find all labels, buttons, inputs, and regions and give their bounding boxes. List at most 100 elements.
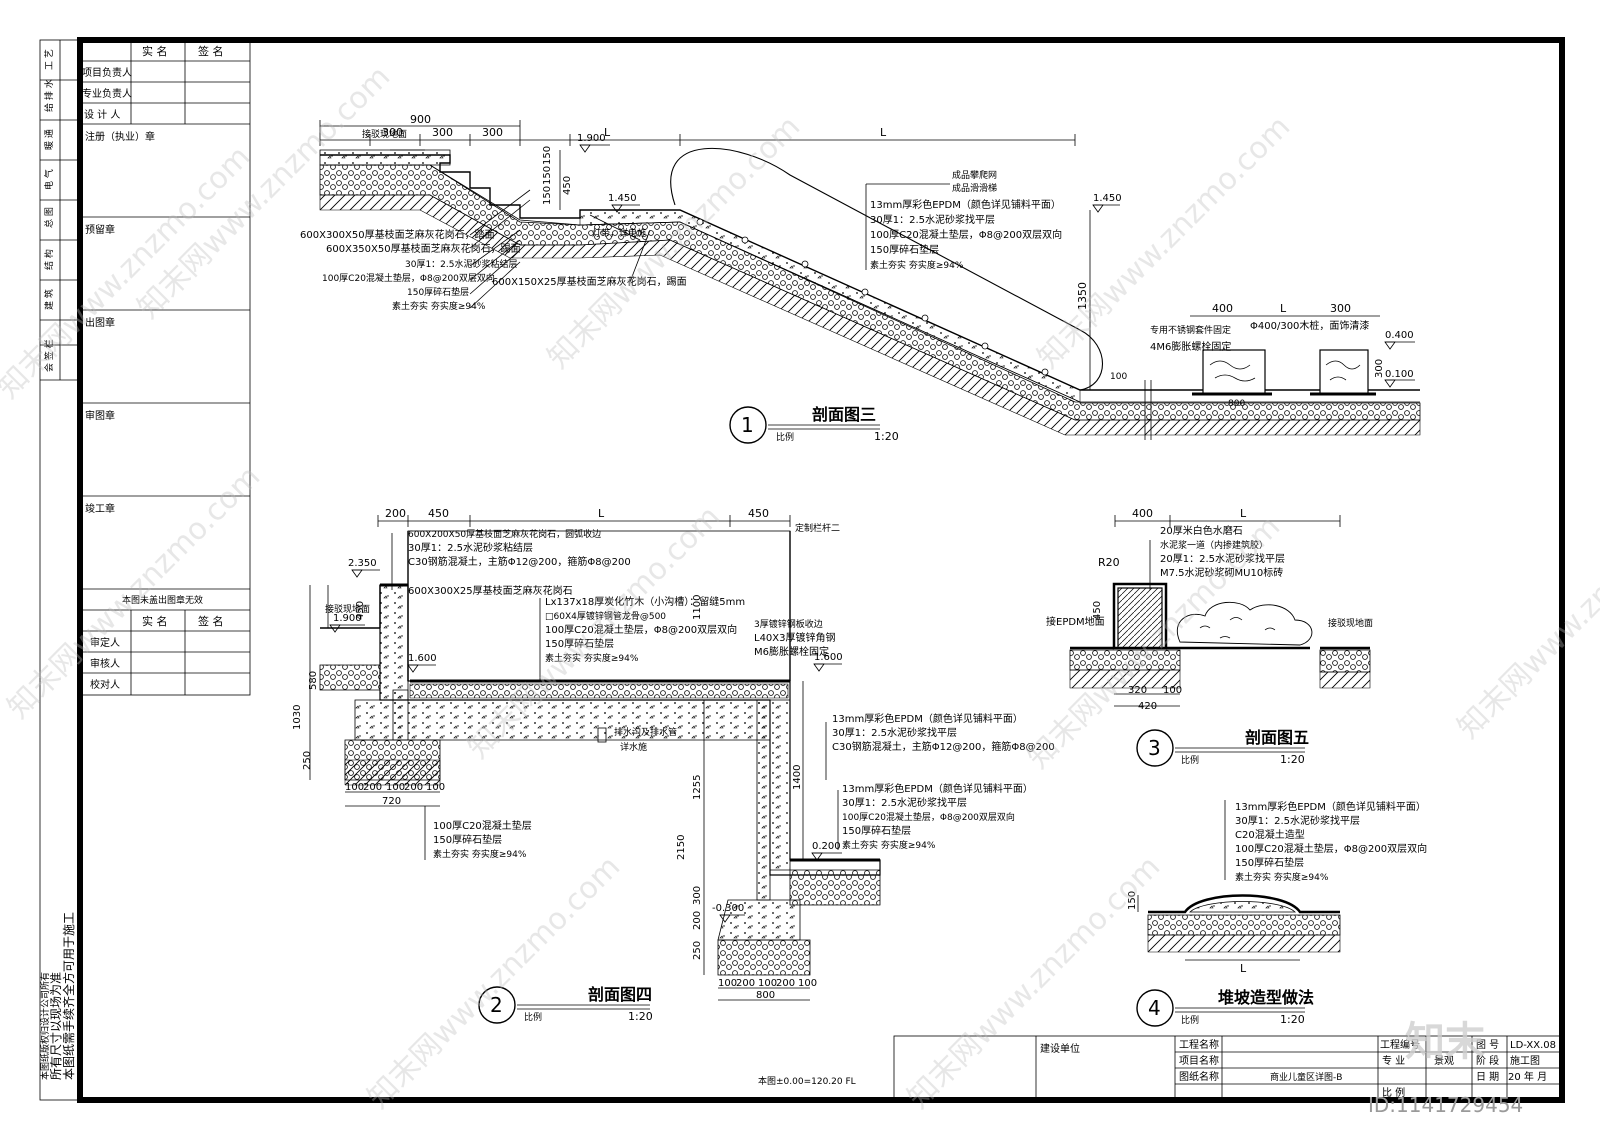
watermark-text-8: 知末网www.znzmo.com <box>1451 479 1600 745</box>
s1-dim-150b: 150 <box>542 166 553 185</box>
s2-dim-200: 200 <box>692 911 703 930</box>
s4-label-epdm: 13mm厚彩色EPDM（颜色详见铺料平面） <box>1235 800 1426 813</box>
s1-dim-300c: 300 <box>482 126 503 139</box>
row-specialty-lead: 专业负责人 <box>82 87 132 100</box>
s2-dim-580: 580 <box>308 671 319 690</box>
s1-dim-Lr: L <box>1280 302 1287 315</box>
s2-label-bolt: M6膨胀螺栓固定 <box>754 645 829 658</box>
row-project-lead: 项目负责人 <box>82 66 132 79</box>
seal-reserved: 预留章 <box>85 223 115 236</box>
tb-stage: 阶 段 <box>1476 1054 1499 1067</box>
s2-level-0200: 0.200 <box>812 841 841 852</box>
s2-label-c20-2: 100厚C20混凝土垫层，Φ8@200双层双向 <box>842 811 1015 823</box>
elevation-note: 本图±0.00=120.20 FL <box>758 1075 856 1087</box>
s2-dim-300: 300 <box>692 886 703 905</box>
tb-date-value: 20 年 月 <box>1508 1070 1547 1083</box>
s2-title: 剖面图四 <box>588 985 652 1004</box>
seal-note: 本图未盖出图章无效 <box>122 594 203 606</box>
s1-dim-150a: 150 <box>542 186 553 205</box>
s2-dim-250r: 250 <box>692 941 703 960</box>
seal-issue: 出图章 <box>85 316 115 329</box>
s1-dim-800: 800 <box>1228 399 1245 409</box>
s2-level-1900: 1.900 <box>333 613 362 624</box>
s2-dim-1255: 1255 <box>692 775 703 800</box>
s1-level-1900: 1.900 <box>577 133 606 144</box>
s1-label-tread: 600X300X50厚基枝面芝麻灰花岗石，踏面 <box>300 228 495 241</box>
s1-dim-300v: 300 <box>1374 359 1385 378</box>
row-proofreader: 校对人 <box>90 678 120 691</box>
tb-drawing-name: 图纸名称 <box>1179 1070 1219 1083</box>
s2-label-epdm2: 13mm厚彩色EPDM（颜色详见铺料平面） <box>842 782 1033 795</box>
side-tab-4: 总 图 <box>43 207 55 228</box>
header-sign: 签 名 <box>198 44 224 58</box>
s1-label-riser2: 600X150X25厚基枝面芝麻灰花岗石，踢面 <box>492 275 687 288</box>
s2-label-mortar: 30厚1：2.5水泥砂浆粘结层 <box>408 541 533 554</box>
tb-builder: 建设单位 <box>1040 1042 1080 1055</box>
s2-level-2350: 2.350 <box>348 558 377 569</box>
s1-number: 1 <box>741 413 754 437</box>
s2-dim-L: L <box>598 507 605 520</box>
vertical-note-1: 所有尺寸以现场为准 <box>49 972 63 1080</box>
s2-bl-200a: 200 <box>363 782 382 793</box>
tb-project-no: 工程编号 <box>1380 1038 1420 1051</box>
s2-dim-200: 200 <box>385 507 406 520</box>
s4-label-c20b: 100厚C20混凝土垫层，Φ8@200双层双向 <box>1235 842 1427 855</box>
s3-scale-label: 比例 <box>1181 754 1199 766</box>
section-4-detail: 13mm厚彩色EPDM（颜色详见铺料平面） 30厚1：2.5水泥砂浆找平层 C2… <box>1127 800 1427 1027</box>
s2-label-keel: □60X4厚镀锌钢管龙骨@500 <box>545 610 666 622</box>
s4-label-c20: C20混凝土造型 <box>1235 828 1305 841</box>
s3-label-mortar: 20厚1：2.5水泥砂浆找平层 <box>1160 552 1285 565</box>
s1-title: 剖面图三 <box>812 405 876 424</box>
s2-dim-250: 250 <box>302 751 313 770</box>
s1-label-stainless: 专用不锈钢套件固定 <box>1150 324 1231 336</box>
tb-stage-value: 施工图 <box>1510 1054 1540 1067</box>
s2-label-steel-plate: 3厚镀锌钢板收边 <box>754 618 823 630</box>
s2-label-granite: 600X300X25厚基枝面芝麻灰花岗石 <box>408 584 573 597</box>
s2-br-200b: 200 <box>776 978 795 989</box>
s2-label-angle: L40X3厚镀锌角钢 <box>754 631 836 644</box>
s1-dim-L2: L <box>880 126 887 139</box>
vertical-note-0: 本图纸版权归设计公司所有 <box>39 972 51 1080</box>
watermark-text-5: 知末网www.znzmo.com <box>1 459 267 725</box>
s3-label-slurry: 水泥浆一道（内掺建筑胶） <box>1160 539 1268 551</box>
s3-dim-L: L <box>1240 507 1247 520</box>
s1-dim-300b: 300 <box>432 126 453 139</box>
s1-label-mortar: 30厚1：2.5水泥砂浆粘结层 <box>405 258 518 270</box>
s1-label-soil: 素土夯实 夯实度≥94% <box>392 300 486 312</box>
s1-level-0400: 0.400 <box>1385 330 1414 341</box>
s2-bl-720: 720 <box>382 796 401 807</box>
tb-item-name: 项目名称 <box>1179 1054 1219 1067</box>
side-tab-0: 工 艺 <box>44 49 55 70</box>
s4-label-soil: 素土夯实 夯实度≥94% <box>1235 871 1329 883</box>
tb-drawing-no-value: LD-XX.08 <box>1510 1040 1556 1051</box>
s2-label-c20-b: 100厚C20混凝土垫层 <box>433 819 532 832</box>
s1-label-light: 灯带，详电施 <box>592 227 646 239</box>
watermark-text-1: 知末网www.znzmo.com <box>0 139 257 405</box>
s3-dim-420: 420 <box>1138 701 1157 712</box>
s3-dim-R20: R20 <box>1098 556 1120 569</box>
s2-label-soil2: 素土夯实 夯实度≥94% <box>842 839 936 851</box>
header-name: 实 名 <box>142 44 168 58</box>
s3-dim-100: 100 <box>1163 685 1182 696</box>
tb-date: 日 期 <box>1476 1071 1499 1083</box>
s4-title: 堆坡造型做法 <box>1218 988 1314 1007</box>
tb-specialty-value: 景观 <box>1434 1055 1454 1067</box>
s3-label-connect: 接驳现地面 <box>1328 617 1373 629</box>
seal-completion: 竣工章 <box>85 502 115 515</box>
s4-dim-L: L <box>1240 962 1247 975</box>
side-tab-1: 给 排 水 <box>43 79 55 112</box>
s1-label-pile: Φ400/300木桩，面饰清漆 <box>1250 319 1369 332</box>
s2-label-gravel-b: 150厚碎石垫层 <box>433 833 502 846</box>
watermark-text-9: 知末网www.znzmo.com <box>361 849 627 1115</box>
bottom-title-block: 建设单位 工程名称 项目名称 图纸名称 商业儿童区详图-B 工程编号 专 业 景… <box>893 1035 1563 1101</box>
s2-br-800: 800 <box>756 990 775 1001</box>
s2-scale: 1:20 <box>628 1010 653 1023</box>
s4-number: 4 <box>1148 996 1161 1020</box>
s2-dim-1030: 1030 <box>292 705 303 730</box>
s1-dim-450: 450 <box>562 176 573 195</box>
s1-dim-300a: 300 <box>382 126 403 139</box>
s4-scale-label: 比例 <box>1181 1014 1199 1026</box>
tb-project-name: 工程名称 <box>1179 1038 1219 1051</box>
s1-label-bolts: 4M6膨胀螺栓固定 <box>1150 340 1231 353</box>
s1-label-soil-r: 素土夯实 夯实度≥94% <box>870 259 964 271</box>
